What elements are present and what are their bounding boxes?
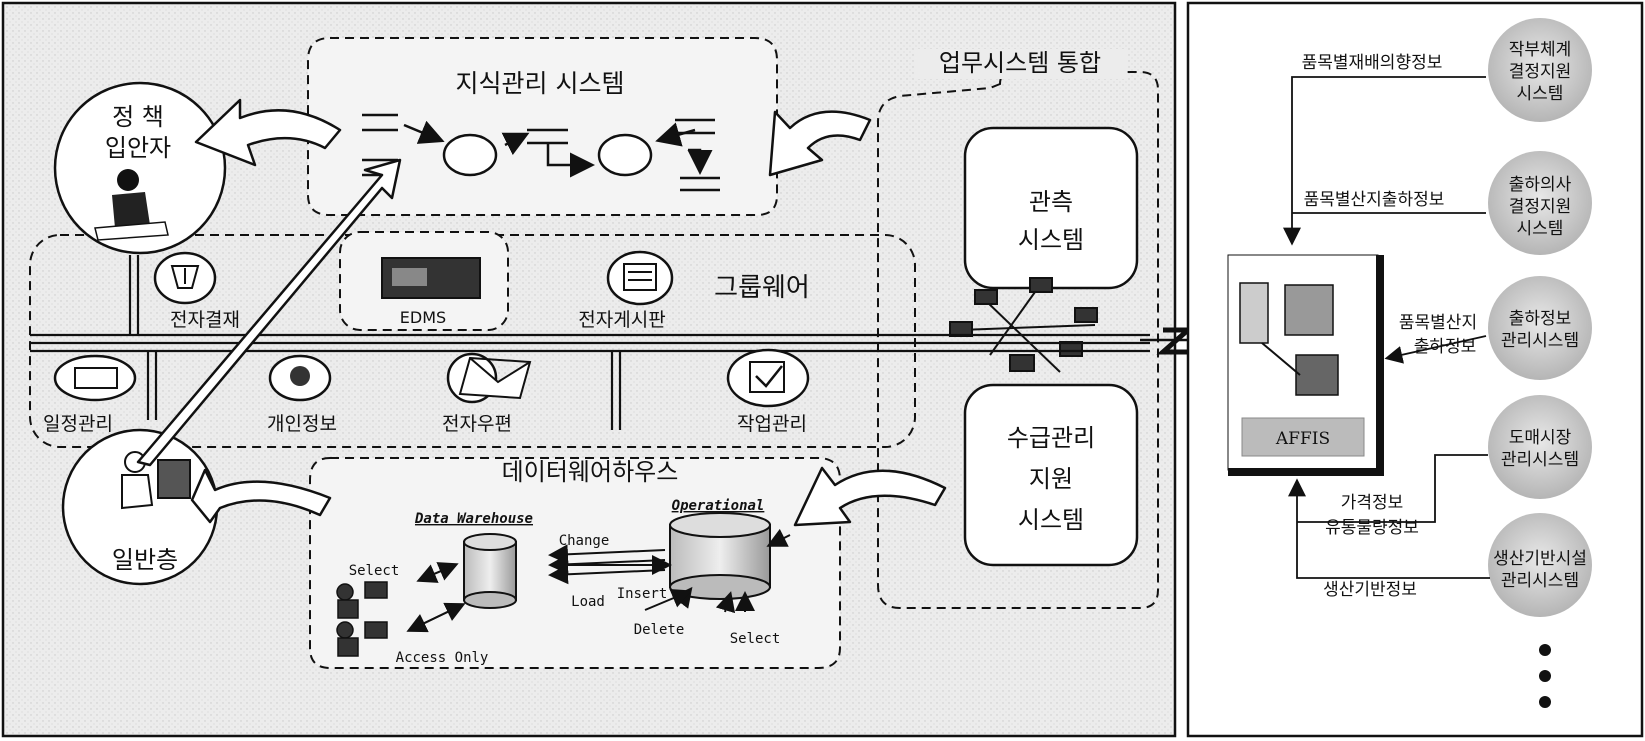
load-label: Load [571,594,605,610]
integration-title: 업무시스템 통합 [939,49,1101,77]
system-3-line2: 관리시스템 [1501,331,1579,351]
observation-system-line1: 관측 [1029,188,1073,216]
system-circle-4 [1488,395,1592,499]
policy-maker-person-icon [94,169,169,241]
system-2-line3: 시스템 [1517,219,1564,239]
insert-label: Insert [617,586,668,602]
schedule-label: 일정관리 [43,413,113,435]
system-circle-5 [1488,513,1592,617]
dw-flow-arrows [406,528,791,633]
task-icon [726,348,810,408]
policy-maker-line1: 정 책 [112,103,164,131]
operational-database-icon [669,512,771,600]
flow-label-1: 품목별재배의향정보 [1302,53,1443,73]
observation-system-line2: 시스템 [1018,226,1084,254]
system-circle-2 [1488,151,1592,255]
supply-system-box [963,383,1139,567]
operational-label: Operational [672,498,765,514]
affis-label-box [1241,417,1365,457]
delete-label: Delete [634,622,685,638]
network-bus [30,255,1150,430]
general-user-person-icon [121,451,191,510]
personal-label: 개인정보 [267,413,337,435]
affis-server-icon [1239,282,1339,396]
data-warehouse-title: 데이터웨어하우스 [502,458,679,486]
knowledge-title: 지식관리 시스템 [456,69,625,98]
flow-label-4: 가격정보 [1341,493,1404,513]
schedule-icon [53,354,137,402]
link-symbol [1156,327,1195,355]
bulletin-icon [606,250,674,306]
policy-maker-line2: 입안자 [105,134,171,162]
dw-label: Data Warehouse [414,511,533,527]
system-1-line3: 시스템 [1517,84,1564,104]
system-1-line2: 결정지원 [1509,62,1572,82]
system-3-line1: 출하정보 [1509,309,1572,329]
access-only-label: Access Only [396,650,489,666]
knowledge-frame [307,37,778,216]
dw-database-icon [463,533,517,609]
system-5-line1: 생산기반시설 [1493,549,1587,569]
flow-label-3b: 출하정보 [1414,337,1477,357]
flow-label-5: 유통물량정보 [1325,518,1419,538]
select-left-label: Select [349,563,400,579]
system-4-line1: 도매시장 [1509,428,1572,448]
email-label: 전자우편 [442,413,512,435]
system-4-line2: 관리시스템 [1501,450,1579,470]
policy-maker-circle [53,81,227,255]
edms-label: EDMS [400,308,446,327]
system-2-line2: 결정지원 [1509,197,1572,217]
big-flow-arrows [136,98,947,527]
affis-label: AFFIS [1275,429,1330,449]
approval-label: 전자결재 [170,309,240,331]
system-circle-1 [1488,18,1592,122]
flow-label-3a: 품목별산지 [1399,313,1477,333]
right-flow-lines [1283,76,1490,579]
system-circle-3 [1488,276,1592,380]
change-label: Change [559,533,610,549]
system-1-line1: 작부체계 [1509,40,1572,60]
flow-label-6: 생산기반정보 [1323,580,1417,600]
dw-users-icon [336,581,388,657]
bulletin-label: 전자게시판 [578,309,665,331]
supply-system-line2: 지원 [1029,465,1073,493]
groupware-title: 그룹웨어 [714,273,810,303]
task-label: 작업관리 [737,413,807,435]
supply-system-line3: 시스템 [1018,506,1084,534]
email-icon [446,352,532,404]
general-user-label: 일반층 [112,546,178,574]
system-5-line2: 관리시스템 [1501,571,1579,591]
select-right-label: Select [730,631,781,647]
supply-system-line1: 수급관리 [1007,424,1095,452]
system-2-line1: 출하의사 [1509,175,1572,195]
more-dots-icon [1539,644,1551,708]
flow-label-2: 품목별산지출하정보 [1304,190,1445,210]
knowledge-flow-icon [362,113,720,192]
